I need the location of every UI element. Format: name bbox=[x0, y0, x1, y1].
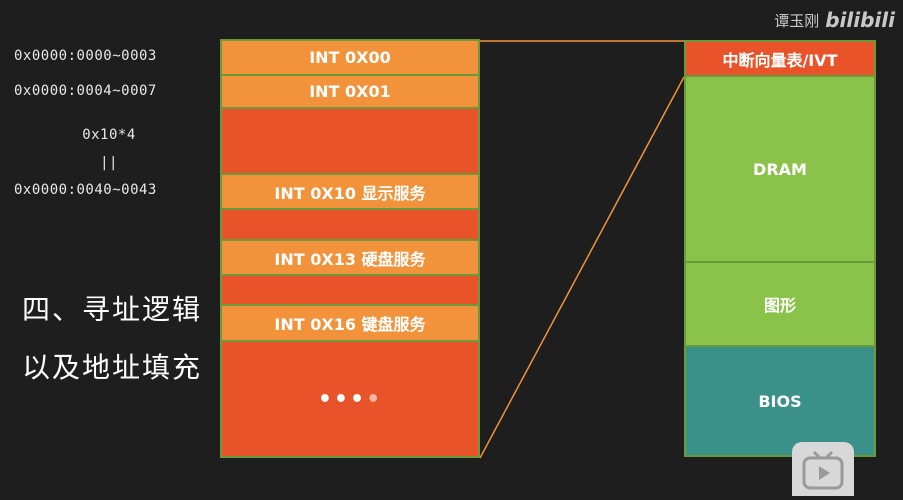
address-int00: 0x0000:0000~0003 bbox=[14, 48, 157, 64]
heading-line2: 以及地址填充 bbox=[22, 351, 203, 384]
connector-bottom-line bbox=[479, 76, 685, 459]
address-calc: 0x10*4 bbox=[82, 127, 136, 143]
ivt-row-int10: INT 0X10 显示服务 bbox=[220, 173, 480, 210]
ivt-row-int16: INT 0X16 键盘服务 bbox=[220, 304, 480, 342]
ivt-remaining: •••• bbox=[220, 340, 480, 458]
watermark-site: bilibili bbox=[825, 8, 895, 32]
memory-ivt: 中断向量表/IVT bbox=[684, 40, 876, 77]
address-int10: 0x0000:0040~0043 bbox=[14, 182, 157, 198]
ivt-row-int00: INT 0X00 bbox=[220, 39, 480, 76]
ellipsis: •••• bbox=[317, 386, 383, 412]
memory-graphics: 图形 bbox=[684, 261, 876, 347]
watermark-author: 谭玉刚 bbox=[774, 11, 820, 30]
address-int01: 0x0000:0004~0007 bbox=[14, 83, 157, 99]
memory-dram: DRAM bbox=[684, 75, 876, 263]
memory-bios: BIOS bbox=[684, 345, 876, 457]
tv-icon bbox=[802, 450, 844, 490]
play-overlay-button[interactable] bbox=[792, 442, 854, 496]
heading-line1: 四、寻址逻辑 bbox=[22, 293, 203, 326]
watermark: 谭玉刚 bilibili bbox=[774, 8, 895, 32]
address-equals: || bbox=[100, 155, 118, 171]
